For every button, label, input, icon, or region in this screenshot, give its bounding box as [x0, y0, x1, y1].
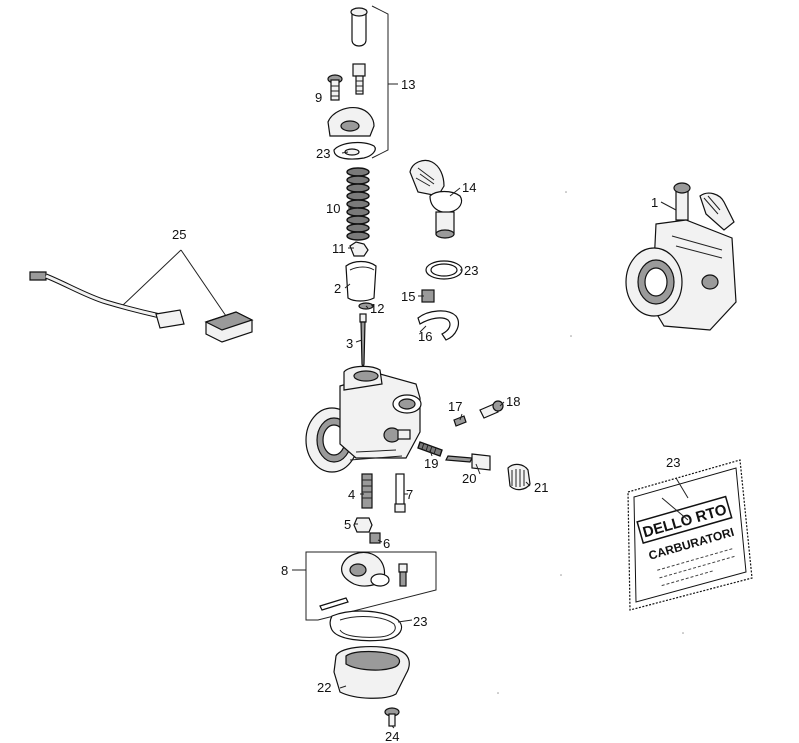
callout-labels: 1 2 3 4 5 6 7 8 9 10 11 12 13 14 15 16 1… — [172, 77, 680, 743]
callout-14: 14 — [462, 180, 476, 195]
part-24-bowl-screw — [384, 707, 400, 727]
part-6-jet — [369, 532, 381, 544]
gasket-kit-bag: DELLO RTO CARBURATORI — [627, 459, 753, 611]
callout-5: 5 — [344, 517, 351, 532]
part-18-screw — [479, 400, 504, 419]
callout-15: 15 — [401, 289, 415, 304]
callout-1: 1 — [651, 195, 658, 210]
callout-7: 7 — [406, 487, 413, 502]
callout-8: 8 — [281, 563, 288, 578]
part-17-screw — [453, 415, 467, 427]
part-7-idle-jet — [394, 473, 406, 513]
callout-4: 4 — [348, 487, 355, 502]
callout-10: 10 — [326, 201, 340, 216]
callout-3: 3 — [346, 336, 353, 351]
part-16-clip — [417, 310, 459, 341]
part-8-float-assembly — [292, 551, 437, 621]
part-2-throttle-slide — [345, 260, 377, 302]
callout-6: 6 — [383, 536, 390, 551]
callout-24: 24 — [385, 729, 399, 743]
carburetor-body — [305, 365, 422, 473]
callout-18: 18 — [506, 394, 520, 409]
callout-25: 25 — [172, 227, 186, 242]
callout-17: 17 — [448, 399, 462, 414]
leader-lines — [339, 151, 689, 729]
part-13-top-assembly — [327, 5, 398, 160]
callout-19: 19 — [424, 456, 438, 471]
part-19-spring — [417, 441, 443, 457]
part-1-complete-carburetor — [625, 182, 737, 331]
part-10-spring — [346, 167, 370, 241]
callout-23-bowl-gasket: 23 — [413, 614, 427, 629]
part-14-choke-lever — [409, 159, 463, 239]
callout-23-kit: 23 — [666, 455, 680, 470]
part-4-emulsion-tube — [361, 473, 373, 509]
callout-21: 21 — [534, 480, 548, 495]
part-25-cable-sensor — [29, 249, 254, 343]
callout-2: 2 — [334, 281, 341, 296]
part-3-needle — [359, 313, 367, 369]
callout-20: 20 — [462, 471, 476, 486]
scan-specks — [497, 191, 684, 694]
callout-16: 16 — [418, 329, 432, 344]
callout-22: 22 — [317, 680, 331, 695]
callout-23-o-ring: 23 — [464, 263, 478, 278]
part-20-idle-screw — [445, 453, 491, 471]
callout-11: 11 — [332, 241, 346, 256]
callout-12: 12 — [370, 301, 384, 316]
callout-9: 9 — [315, 90, 322, 105]
screw-9 — [327, 74, 343, 101]
part-21-cap-nut — [507, 463, 531, 491]
float-pin — [319, 597, 349, 611]
adjuster-screw — [352, 63, 366, 95]
part-23-o-ring — [425, 260, 463, 280]
float-needle-valve — [398, 563, 408, 587]
part-5-main-jet — [353, 517, 373, 533]
part-23-bowl-gasket — [329, 610, 403, 642]
part-11-clip — [349, 241, 369, 257]
callout-23-top-gasket: 23 — [316, 146, 330, 161]
part-22-float-bowl — [333, 646, 410, 699]
gasket-23-top — [333, 141, 376, 160]
callout-13: 13 — [401, 77, 415, 92]
